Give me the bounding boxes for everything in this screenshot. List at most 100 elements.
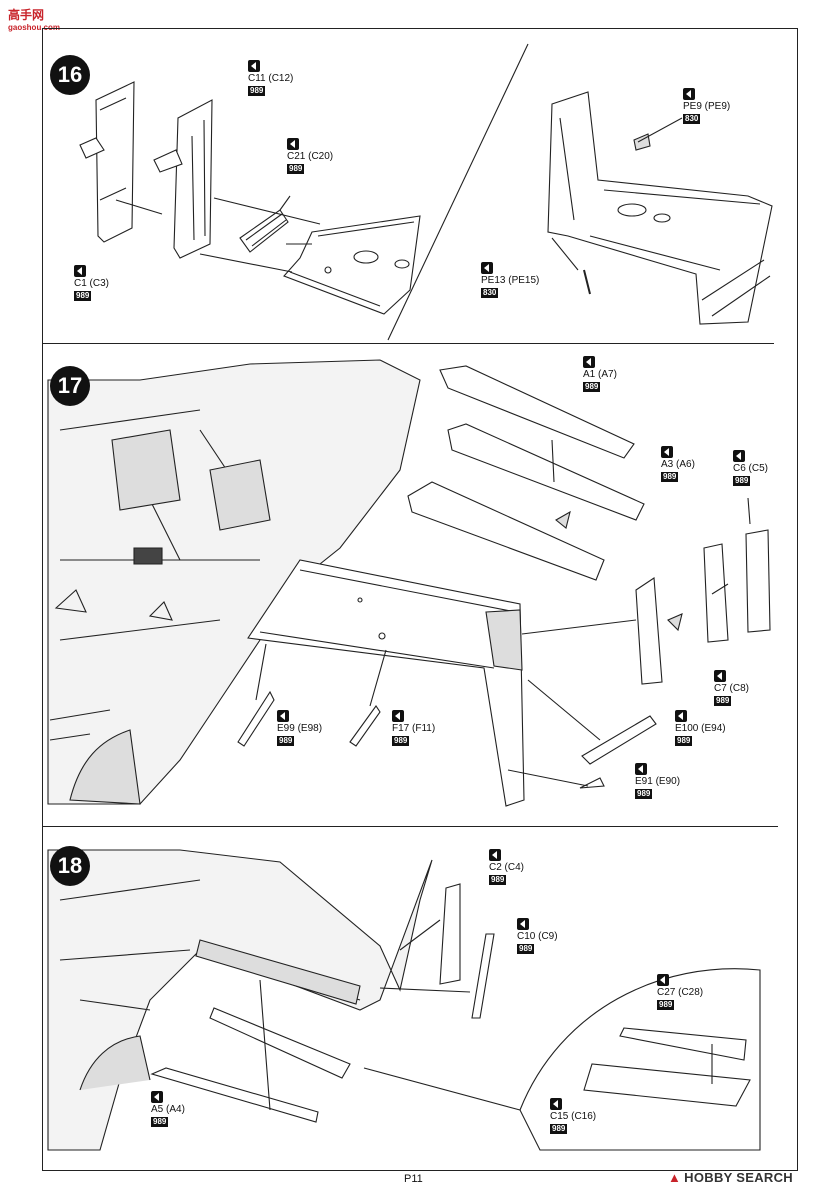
- runner-code: 989: [550, 1124, 568, 1135]
- arrow-markers-17: [555, 510, 683, 632]
- part-label: C21 (C20) 989: [287, 138, 333, 175]
- part-label: E99 (E98) 989: [277, 710, 322, 747]
- brand-logo-icon: ▲: [668, 1170, 682, 1185]
- runner-code: 830: [481, 288, 499, 299]
- runner-code: 989: [248, 86, 266, 97]
- site-logo: 高手网 gaoshou.com: [8, 6, 60, 32]
- part-side-icon: [675, 710, 687, 722]
- leader-lines-17: [255, 439, 751, 787]
- detail-parts-18: [583, 1027, 751, 1107]
- part-side-icon: [489, 849, 501, 861]
- wing-detail-16: [547, 91, 773, 325]
- runner-code: 989: [675, 736, 693, 747]
- part-side-icon: [287, 138, 299, 150]
- part-label: F17 (F11) 989: [392, 710, 435, 747]
- part-number: E99 (E98): [277, 723, 323, 735]
- part-side-icon: [635, 763, 647, 775]
- runner-code: 989: [151, 1117, 169, 1128]
- part-label: C6 (C5) 989: [733, 450, 768, 487]
- runner-code: 989: [489, 875, 507, 886]
- leader-lines-16: [115, 197, 321, 273]
- part-side-icon: [517, 918, 529, 930]
- part-side-icon: [481, 262, 493, 274]
- runner-code: 989: [74, 291, 92, 302]
- part-number: C21 (C20): [287, 151, 334, 163]
- detail-callout-18: [519, 968, 761, 1151]
- runner-code: 989: [392, 736, 410, 747]
- part-side-icon: [583, 356, 595, 368]
- part-label: C7 (C8) 989: [714, 670, 749, 707]
- part-label: PE9 (PE9) 830: [683, 88, 730, 125]
- runner-code: 989: [277, 736, 295, 747]
- part-number: C1 (C3): [74, 278, 110, 290]
- fuselage-17: [47, 359, 421, 805]
- actuator-part-c21: [239, 195, 291, 253]
- part-label: C2 (C4) 989: [489, 849, 524, 886]
- runner-code: 989: [733, 476, 751, 487]
- part-label: C1 (C3) 989: [74, 265, 109, 302]
- flap-part-c1: [79, 81, 135, 243]
- part-label: E91 (E90) 989: [635, 763, 680, 800]
- parts-18: [150, 883, 495, 1123]
- section-divider: [42, 826, 778, 827]
- part-number: PE13 (PE15): [481, 275, 540, 287]
- part-side-icon: [550, 1098, 562, 1110]
- flap-parts-17: [237, 365, 771, 789]
- runner-code: 989: [517, 944, 535, 955]
- runner-code: 989: [657, 1000, 675, 1011]
- step-number-badge: 18: [50, 846, 90, 886]
- part-number: A3 (A6): [661, 459, 695, 471]
- part-number: PE9 (PE9): [683, 101, 731, 113]
- part-number: C2 (C4): [489, 862, 525, 874]
- part-side-icon: [657, 974, 669, 986]
- leader-lines-18: [259, 919, 521, 1111]
- part-number: C27 (C28): [657, 987, 704, 999]
- part-side-icon: [74, 265, 86, 277]
- page-frame: [42, 28, 798, 1171]
- part-label: A1 (A7) 989: [583, 356, 617, 393]
- part-label: A5 (A4) 989: [151, 1091, 185, 1128]
- watermark-text: HOBBY SEARCH: [684, 1170, 793, 1185]
- leader-lines-16b: [551, 117, 683, 271]
- part-number: E91 (E90): [635, 776, 681, 788]
- runner-code: 989: [287, 164, 305, 175]
- part-label: E100 (E94) 989: [675, 710, 726, 747]
- runner-code: 830: [683, 114, 701, 125]
- runner-code: 989: [714, 696, 732, 707]
- page-number: P11: [404, 1173, 423, 1185]
- part-side-icon: [733, 450, 745, 462]
- part-number: A5 (A4): [151, 1104, 185, 1116]
- site-logo-subtitle: gaoshou.com: [8, 23, 61, 32]
- part-number: E100 (E94): [675, 723, 726, 735]
- runner-code: 989: [635, 789, 653, 800]
- part-number: C15 (C16): [550, 1111, 597, 1123]
- part-side-icon: [277, 710, 289, 722]
- step16-divider-line: [387, 43, 529, 341]
- part-side-icon: [392, 710, 404, 722]
- part-side-icon: [151, 1091, 163, 1103]
- flap-part-c11: [153, 99, 213, 259]
- part-number: A1 (A7): [583, 369, 617, 381]
- part-side-icon: [683, 88, 695, 100]
- part-label: PE13 (PE15) 830: [481, 262, 539, 299]
- part-number: F17 (F11): [392, 723, 436, 735]
- part-side-icon: [248, 60, 260, 72]
- part-label: C15 (C16) 989: [550, 1098, 596, 1135]
- wing-section-16: [283, 215, 421, 315]
- site-logo-text: 高手网: [8, 8, 45, 22]
- part-label: C11 (C12) 989: [248, 60, 293, 97]
- section-divider: [42, 343, 774, 344]
- part-number: C10 (C9): [517, 931, 558, 943]
- part-label: C27 (C28) 989: [657, 974, 703, 1011]
- wing-17: [247, 559, 525, 807]
- watermark: ▲HOBBY SEARCH: [668, 1170, 793, 1185]
- part-side-icon: [661, 446, 673, 458]
- part-label: A3 (A6) 989: [661, 446, 695, 483]
- part-label: C10 (C9) 989: [517, 918, 558, 955]
- runner-code: 989: [661, 472, 679, 483]
- step-number-badge: 16: [50, 55, 90, 95]
- runner-code: 989: [583, 382, 601, 393]
- fuselage-18: [47, 849, 433, 1151]
- part-number: C11 (C12): [248, 73, 294, 85]
